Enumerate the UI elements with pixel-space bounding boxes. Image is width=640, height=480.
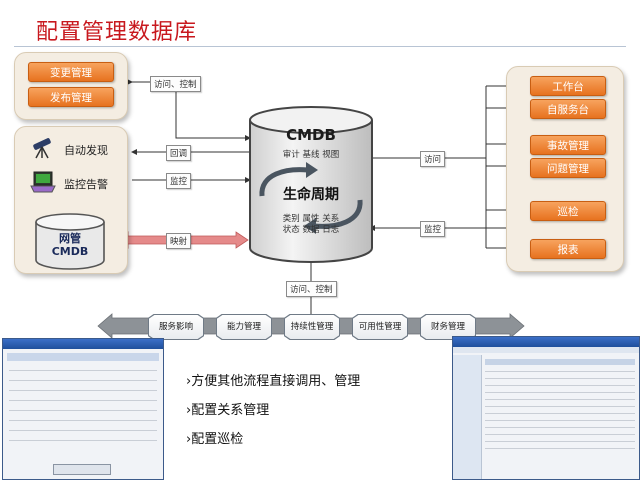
- monitor-left-label: 监控: [166, 173, 192, 189]
- incident-management-button[interactable]: 事故管理: [530, 135, 606, 155]
- lifecycle-label: 生命周期: [283, 187, 339, 203]
- capacity-management-box[interactable]: 能力管理: [216, 314, 272, 340]
- availability-management-label: 可用性管理: [353, 315, 407, 339]
- screenshot-form-rows: [9, 370, 157, 441]
- cmdb-bottom-text-1: 类别 属性 关系: [282, 214, 340, 224]
- monitor-right-label: 监控: [420, 221, 446, 237]
- problem-management-button[interactable]: 问题管理: [530, 158, 606, 178]
- return-label: 回调: [166, 145, 192, 161]
- screenshot-titlebar: [3, 339, 163, 349]
- inspection-button[interactable]: 巡检: [530, 201, 606, 221]
- config-list-screenshot: [452, 336, 640, 480]
- mapping-label: 映射: [166, 233, 192, 249]
- availability-management-box[interactable]: 可用性管理: [352, 314, 408, 340]
- cmdb-top-text: 审计 基线 视图: [282, 150, 340, 160]
- bullet-2: ›配置关系管理: [186, 403, 270, 418]
- cmdb-bottom-text-2: 状态 数据 日志: [282, 225, 340, 235]
- workbench-button[interactable]: 工作台: [530, 76, 606, 96]
- release-management-button[interactable]: 发布管理: [28, 87, 114, 107]
- line-access-top: [175, 82, 251, 141]
- self-service-desk-button[interactable]: 自服务台: [530, 99, 606, 119]
- page-title: 配置管理数据库: [36, 20, 198, 45]
- netmgr-cmdb-text: 网管 CMDB: [34, 232, 106, 258]
- title-rule: [14, 46, 626, 47]
- telescope-icon: [33, 138, 51, 159]
- screenshot-header-strip: [7, 353, 159, 361]
- continuity-management-box[interactable]: 持续性管理: [284, 314, 340, 340]
- service-impact-label: 服务影响: [149, 315, 203, 339]
- financial-management-box[interactable]: 财务管理: [420, 314, 476, 340]
- screenshot-button: [53, 464, 111, 475]
- monitoring-alarm-label: 监控告警: [64, 178, 108, 191]
- config-detail-screenshot: [2, 338, 164, 480]
- screenshot2-toolbar: [453, 347, 639, 353]
- bullet-1-text: 方便其他流程直接调用、管理: [191, 374, 361, 389]
- screenshot2-sidebar: [453, 355, 482, 479]
- netmgr-cmdb-cylinder: [35, 213, 105, 270]
- access-control-top-label: 访问、控制: [150, 76, 201, 92]
- report-button[interactable]: 报表: [530, 239, 606, 259]
- bullet-1: ›方便其他流程直接调用、管理: [186, 374, 361, 389]
- continuity-management-label: 持续性管理: [285, 315, 339, 339]
- bullet-2-text: 配置关系管理: [191, 403, 270, 418]
- auto-discovery-label: 自动发现: [64, 144, 108, 157]
- laptop-monitor-icon: [30, 171, 56, 193]
- financial-management-label: 财务管理: [421, 315, 475, 339]
- cmdb-title: CMDB: [286, 126, 336, 144]
- netmgr-label: 网管: [59, 232, 81, 245]
- change-management-button[interactable]: 变更管理: [28, 62, 114, 82]
- screenshot2-titlebar: [453, 337, 639, 347]
- capacity-management-label: 能力管理: [217, 315, 271, 339]
- cmdb-cylinder: [249, 106, 373, 263]
- netmgr-cmdb-label: CMDB: [51, 245, 89, 258]
- access-control-bottom-label: 访问、控制: [286, 281, 337, 297]
- service-impact-box[interactable]: 服务影响: [148, 314, 204, 340]
- bullet-3: ›配置巡检: [186, 432, 244, 447]
- access-right-label: 访问: [420, 151, 446, 167]
- bullet-3-text: 配置巡检: [191, 432, 244, 447]
- screenshot2-table: [485, 359, 635, 455]
